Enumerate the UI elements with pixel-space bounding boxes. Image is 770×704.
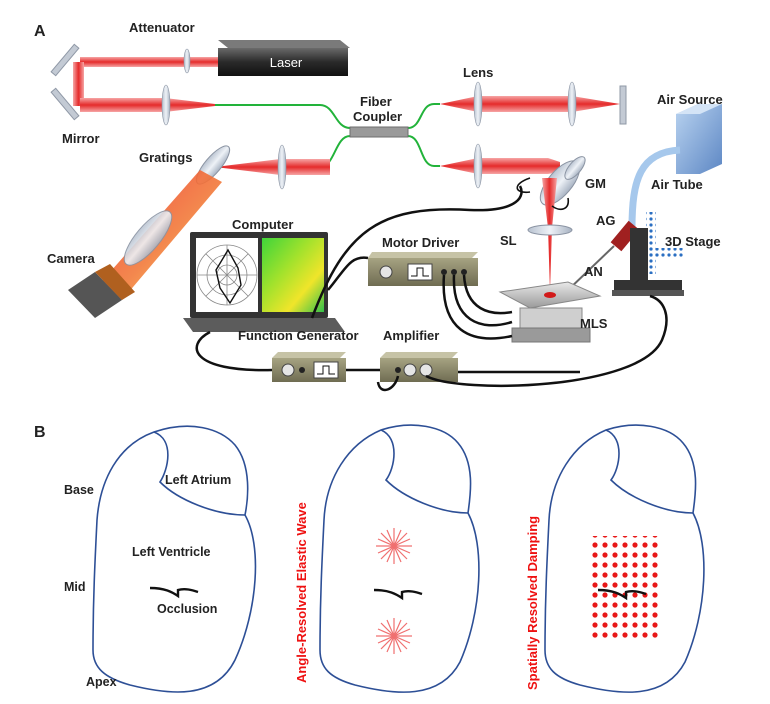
damping-grid: [590, 536, 660, 638]
left-atrium-label: Left Atrium: [165, 473, 231, 487]
galvo-mirror-2: [564, 156, 586, 180]
panel-a-label: A: [34, 23, 46, 40]
computer: [183, 232, 345, 332]
heart-2: [319, 424, 480, 693]
mid-label: Mid: [64, 580, 86, 594]
mls-platform: [498, 281, 602, 343]
motor-driver-label: Motor Driver: [382, 235, 459, 250]
detection-lens: [277, 144, 287, 190]
detection-beam: [215, 159, 330, 175]
laser-beam: [80, 57, 218, 67]
computer-label: Computer: [232, 217, 293, 232]
panel-b-label: B: [34, 424, 46, 441]
motor-driver: [368, 252, 478, 286]
coupling-lens: [161, 84, 171, 126]
mls-label: MLS: [580, 316, 608, 331]
heart-3: [544, 424, 705, 693]
polar-plot: [196, 244, 258, 306]
occlusion-label: Occlusion: [157, 602, 217, 616]
reference-beam: [440, 96, 620, 112]
3d-stage: [612, 212, 684, 296]
caption-damping: Spatially Resolved Damping: [525, 516, 540, 690]
occlusion-mark-2: [373, 588, 423, 601]
scan-lens: [527, 224, 573, 236]
function-generator: [272, 352, 346, 382]
occlusion-mark-3: [597, 588, 647, 601]
beam-to-fiber: [80, 98, 215, 112]
cables: [195, 185, 668, 392]
reference-lens-1: [473, 81, 483, 127]
laser-label: Laser: [270, 55, 303, 70]
fiber-coupler-line1: Fiber: [360, 94, 392, 109]
occlusion-mark-1: [149, 586, 199, 599]
heart-1: [92, 425, 257, 693]
lens-label: Lens: [463, 65, 493, 80]
fiber-coupler: [349, 126, 409, 138]
air-source: [676, 104, 722, 174]
function-generator-label: Function Generator: [238, 328, 359, 343]
amplifier: [380, 352, 458, 382]
ag-label: AG: [596, 213, 616, 228]
fiber-coupler-line2: Coupler: [353, 109, 402, 124]
left-ventricle-label: Left Ventricle: [132, 545, 211, 559]
reference-lens-2: [567, 81, 577, 127]
mirror-bottom: [50, 87, 80, 121]
gm-label: GM: [585, 176, 606, 191]
rotation-arrow-2: [551, 197, 570, 211]
sample-lens: [473, 143, 483, 189]
attenuator-label: Attenuator: [129, 20, 195, 35]
reference-mirror: [619, 85, 627, 125]
air-tube-label: Air Tube: [651, 177, 703, 192]
gratings-label: Gratings: [139, 150, 192, 165]
sample-beam: [440, 158, 560, 174]
camera-lens: [123, 210, 173, 266]
wave-star-top: [376, 528, 412, 564]
attenuator: [183, 48, 191, 74]
caption-elastic: Angle-Resolved Elastic Wave: [294, 502, 309, 683]
wave-star-bottom: [376, 618, 412, 654]
an-label: AN: [584, 264, 603, 279]
sl-label: SL: [500, 233, 517, 248]
amplifier-label: Amplifier: [383, 328, 439, 343]
mirror-top: [50, 43, 80, 77]
air-source-label: Air Source: [657, 92, 723, 107]
stage-label: 3D Stage: [665, 234, 721, 249]
apex-label: Apex: [86, 675, 117, 689]
laser: Laser: [218, 40, 350, 76]
camera-label: Camera: [47, 251, 95, 266]
rotation-arrow-1: [516, 177, 531, 194]
camera: [68, 264, 135, 318]
vertical-beam: [73, 62, 84, 106]
air-tube: [628, 146, 681, 229]
base-label: Base: [64, 483, 94, 497]
mirror-label: Mirror: [62, 131, 100, 146]
